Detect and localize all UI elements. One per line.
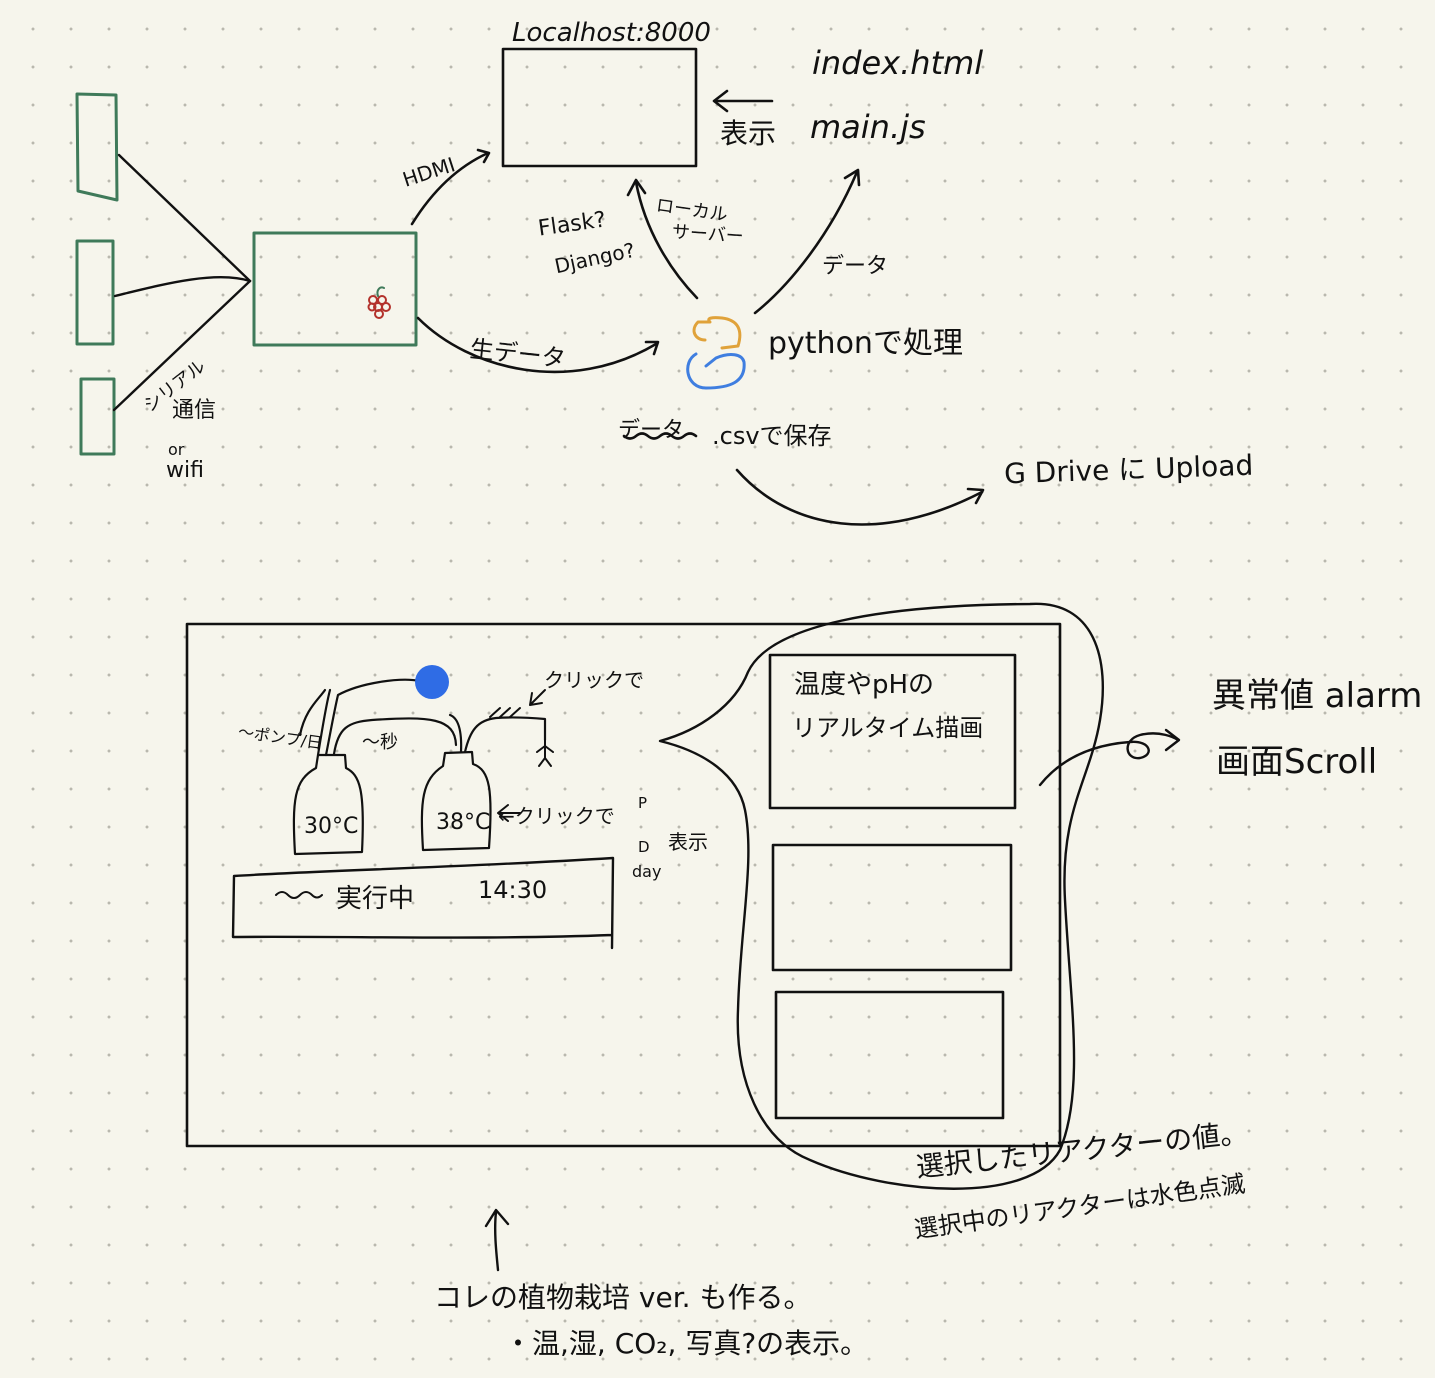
sensor-box-1 — [75, 92, 119, 202]
pd-p-label: P — [638, 794, 648, 812]
scroll-label: 画面Scroll — [1216, 742, 1378, 782]
zoom-bubble — [658, 602, 1104, 1190]
raspberry-icon — [367, 286, 391, 319]
temp-right-label: 38°C — [436, 810, 491, 835]
sensor-devices — [75, 92, 119, 456]
temp-left-label: 30°C — [304, 814, 359, 839]
pd-o-label: D — [638, 838, 650, 856]
sensor-box-3 — [79, 377, 116, 456]
flow-arrows — [410, 89, 985, 526]
localhost-display-box — [501, 47, 698, 168]
wifi-label: wifi — [166, 458, 204, 483]
plant-version-label: コレの植物栽培 ver. も作る。 — [434, 1281, 812, 1314]
plant-display-label: ・温,湿, CO₂, 写真?の表示。 — [504, 1327, 869, 1360]
or-label: or — [168, 440, 185, 459]
reactor-bottles — [292, 678, 547, 856]
local-server-label-2: サーバー — [671, 221, 745, 248]
bottle-left — [292, 753, 364, 856]
panel-realtime-line1: 温度やpHの — [794, 670, 935, 700]
data-up-label: データ — [822, 254, 889, 279]
click-arrows — [489, 689, 554, 822]
python-logo-icon — [686, 316, 746, 390]
python-process-label: pythonで処理 — [768, 326, 963, 361]
panel-3 — [774, 990, 1005, 1120]
panel-realtime — [768, 653, 1017, 810]
time-label: 14:30 — [478, 876, 548, 904]
data-save-label-2: .csvで保存 — [712, 422, 832, 450]
data-save-label-1: データ — [618, 418, 685, 443]
bottle-right — [420, 750, 492, 852]
display-label: 表示 — [720, 117, 777, 150]
flow-mid-label: 〜秒 — [362, 732, 398, 753]
comm-label: 通信 — [172, 398, 217, 423]
status-label: 実行中 — [336, 884, 415, 914]
click-side-label: ←クリックで — [498, 804, 615, 828]
pd-display-label: 表示 — [668, 830, 708, 854]
index-html-label: index.html — [812, 44, 984, 82]
sensor-box-2 — [75, 239, 115, 346]
click-top-label: クリックで — [544, 668, 644, 692]
indicator-dot-icon — [415, 665, 449, 699]
alarm-arrow — [1038, 732, 1180, 787]
dashboard-mock-frame — [185, 622, 1062, 1148]
status-bar — [231, 856, 615, 950]
panel-2 — [771, 843, 1013, 972]
alarm-label: 異常値 alarm — [1212, 676, 1423, 716]
raspberry-pi-box — [252, 231, 418, 347]
panel-realtime-line2: リアルタイム描画 — [792, 714, 984, 742]
reactor-panels — [768, 653, 1017, 1120]
localhost-label: Localhost:8000 — [512, 18, 711, 48]
up-arrow — [484, 1208, 510, 1272]
pd-day-label: day — [632, 862, 662, 881]
sensor-connections — [112, 153, 252, 412]
main-js-label: main.js — [810, 108, 926, 146]
